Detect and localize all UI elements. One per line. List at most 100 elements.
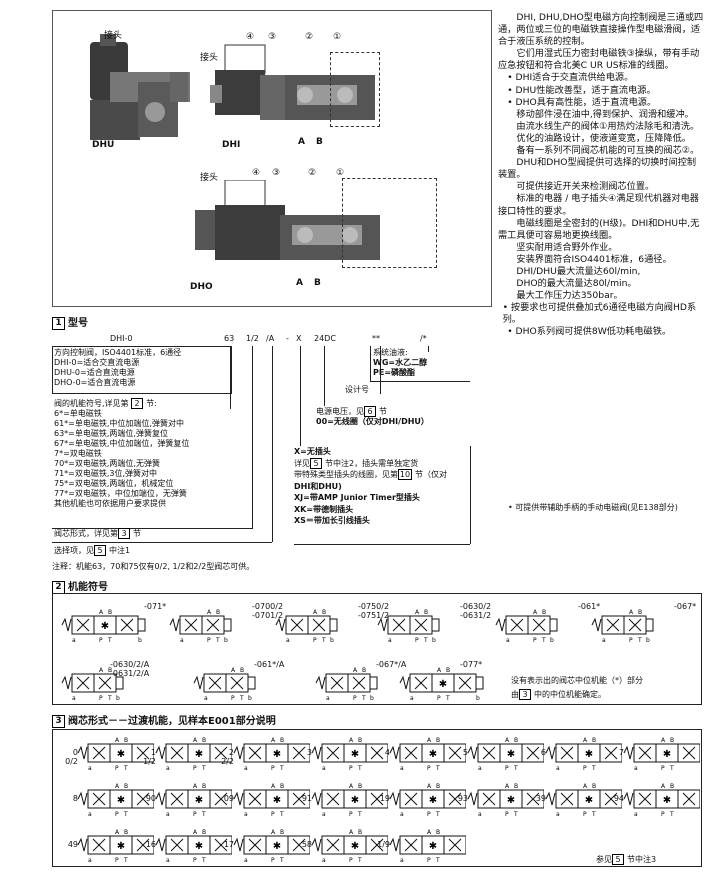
svg-text:B: B [424,609,428,616]
function-other: 其他机能也可依据用户要求提供 [54,499,166,508]
svg-text:B: B [592,737,596,744]
code-dash: - [286,334,289,343]
svg-text:T: T [123,765,128,772]
dhi-callout-4: ④ [246,32,255,42]
desc-p9: 备有一系列不同阀芯机能的可互换的阀芯②。 [516,145,700,157]
description-column: DHI, DHU,DHO型电磁方向控制阀是三通或四通，两位或三位的电磁铁直接操作… [498,12,704,339]
svg-text:B: B [124,829,128,836]
svg-text:a: a [244,811,248,818]
svg-text:B: B [240,667,244,674]
svg-text:B: B [542,609,546,616]
spool-code: 3 [306,748,312,757]
svg-text:a: a [410,695,414,702]
svg-text:A: A [207,609,212,616]
svg-text:a: a [244,857,248,864]
function-title-text: 阀的机能符号,详见第 [54,399,129,408]
svg-text:A: A [629,609,634,616]
function-code: -067* [674,602,697,611]
svg-text:A: A [505,737,510,744]
spool-code: 91 [301,794,312,803]
svg-text:A: A [271,829,276,836]
desc-p8: 优化的油路设计，使液道变宽，压降降低。 [516,132,691,144]
voltage-end: 节 [379,407,387,416]
svg-text:P: P [349,857,353,864]
svg-text:A: A [115,783,120,790]
spool-code: 4 [384,748,390,757]
svg-text:T: T [201,765,206,772]
spool-code: 8 [72,794,78,803]
svg-text:A: A [415,609,420,616]
svg-text:A: A [271,737,276,744]
svg-text:T: T [435,811,440,818]
model-desc-3: DHU-0=适合直流电源 [54,368,135,377]
svg-text:✱: ✱ [351,841,359,852]
svg-text:✱: ✱ [273,749,281,760]
desc-p11: 可提供接近开关来检测阀芯位置。 [516,181,655,193]
desc-p5: • DHO具有高性能，适于直流电源。 [507,96,657,108]
svg-text:T: T [435,857,440,864]
svg-text:A: A [349,829,354,836]
spool-code: 94 [613,794,624,803]
svg-text:a: a [634,811,638,818]
svg-text:T: T [357,857,362,864]
plug-underline [294,544,470,545]
svg-text:P: P [629,637,633,644]
svg-text:a: a [400,765,404,772]
svg-text:T: T [361,695,366,702]
leader-option-h [52,542,272,543]
code-function: 63 [224,334,235,343]
svg-text:B: B [358,783,362,790]
voltage-ref: 6 [364,406,376,417]
dhi-callout-2: ② [305,32,314,42]
svg-text:A: A [661,737,666,744]
function-code: -0630/2-0631/2 [460,602,492,620]
svg-text:✱: ✱ [439,679,447,690]
function-61: 61*=单电磁铁,中位加端位,弹簧对中 [54,419,184,428]
function-6: 6*=单电磁铁 [54,409,102,418]
desc-p10: DHU和DHO型阀提供可选择的切换时间控制装置。 [498,157,697,181]
function-7: 7*=双电磁铁 [54,449,102,458]
svg-text:P: P [99,637,103,644]
svg-text:a: a [286,637,290,644]
svg-text:P: P [115,857,119,864]
desc-p1: DHI, DHU,DHO型电磁方向控制阀是三通或四通，两位或三位的电磁铁直接操作… [498,12,704,48]
dho-port-a: A [296,278,303,288]
svg-text:P: P [583,765,587,772]
spool-code: 49 [67,840,78,849]
svg-text:b: b [248,695,252,702]
function-title-end: 节: [146,399,157,408]
svg-text:T: T [107,637,112,644]
svg-text:b: b [116,695,120,702]
svg-text:a: a [180,637,184,644]
spool-text: 阀芯形式，详见第 [54,529,118,538]
svg-text:✱: ✱ [351,749,359,760]
plug-ref5: 5 [310,457,322,469]
svg-text:B: B [358,737,362,744]
code-design: ** [372,334,380,343]
svg-text:T: T [123,811,128,818]
desc-p4: • DHU性能改善型，适于直流电源。 [507,84,656,96]
section1-title: 型号 [68,318,88,329]
svg-text:✱: ✱ [351,795,359,806]
option-ref: 5 [94,545,106,556]
svg-text:A: A [271,783,276,790]
model-desc-2: DHI-0=适合交直流电源 [54,358,140,367]
svg-text:✱: ✱ [585,795,593,806]
section2-note-a: 没有表示出的阀芯中位机能（*）部分 [511,676,643,685]
desc-p7: 由流水线生产的阀体①用热灼法除毛和清洗。 [516,120,700,132]
svg-text:T: T [279,765,284,772]
svg-text:T: T [107,695,112,702]
svg-text:A: A [427,783,432,790]
svg-text:✱: ✱ [429,749,437,760]
svg-text:B: B [280,783,284,790]
code-voltage: 24DC [314,334,336,343]
